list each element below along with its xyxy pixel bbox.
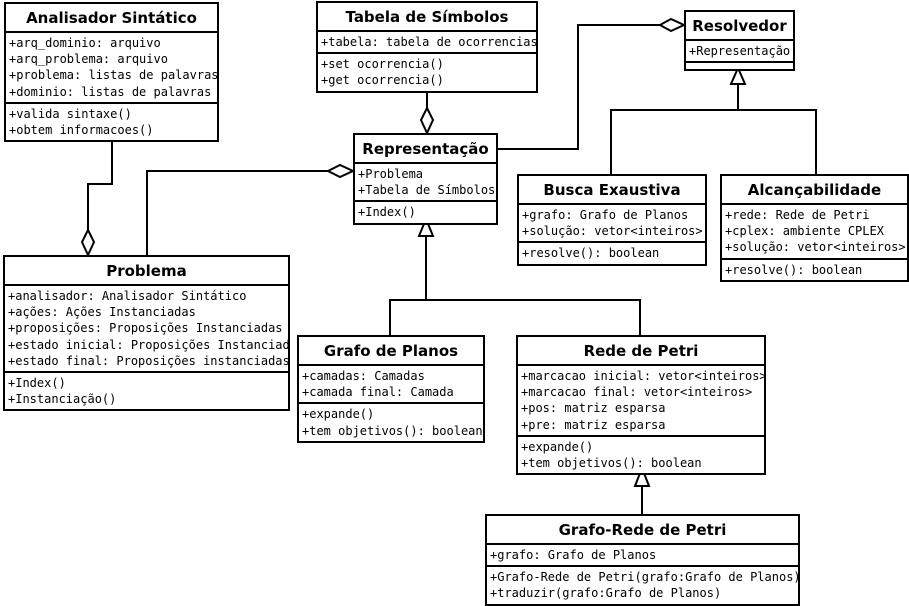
operation: +expande()	[521, 439, 594, 454]
operations-section	[686, 61, 793, 69]
connector-representacao-resolvedor	[497, 24, 660, 150]
attribute: +pre: matriz esparsa	[521, 417, 666, 432]
attributes-section: +marcacao inicial: vetor<inteiros> +marc…	[518, 364, 764, 435]
operations-section: +resolve(): boolean	[519, 241, 705, 263]
class-rede-de-petri: Rede de Petri +marcacao inicial: vetor<i…	[516, 335, 766, 476]
aggregation-diamond-resolvedor	[657, 17, 687, 33]
class-name: Busca Exaustiva	[543, 181, 681, 199]
attributes-section: +grafo: Grafo de Planos +solução: vetor<…	[519, 203, 705, 241]
operation: +Instanciação()	[8, 392, 117, 407]
class-grafo-rede-de-petri: Grafo-Rede de Petri +grafo: Grafo de Pla…	[485, 514, 800, 606]
operations-section: +Grafo-Rede de Petri(grafo:Grafo de Plan…	[487, 565, 798, 603]
attributes-section: +tabela: tabela de ocorrencias	[318, 30, 536, 52]
operations-section: +set ocorrencia() +get ocorrencia()	[318, 52, 536, 90]
operation: +resolve(): boolean	[522, 246, 660, 261]
connector-generalization-resolvedor	[610, 109, 817, 174]
class-name: Rede de Petri	[583, 342, 699, 360]
class-name: Grafo de Planos	[323, 342, 459, 360]
operations-section: +expande() +tem objetivos(): boolean	[518, 434, 764, 473]
operation: +valida sintaxe()	[9, 106, 132, 121]
attributes-section: +rede: Rede de Petri +cplex: ambiente CP…	[722, 203, 907, 258]
class-name: Analisador Sintático	[26, 9, 197, 27]
attribute: +arq_dominio: arquivo	[9, 36, 161, 50]
attribute: +grafo: Grafo de Planos	[490, 548, 657, 562]
operation: +get ocorrencia()	[321, 73, 444, 88]
class-name: Representação	[362, 140, 489, 158]
class-grafo-de-planos: Grafo de Planos +camadas: Camadas +camad…	[297, 335, 485, 443]
aggregation-diamond-representacao-left	[325, 163, 356, 179]
operation: +expande()	[302, 407, 375, 422]
aggregation-diamond-problema	[80, 227, 96, 258]
operation: +Grafo-Rede de Petri(grafo:Grafo de Plan…	[490, 570, 800, 585]
class-analisador-sintatico: Analisador Sintático +arq_dominio: arqui…	[4, 2, 219, 143]
class-name: Problema	[106, 262, 187, 280]
attribute: +analisador: Analisador Sintático	[8, 289, 247, 303]
class-representacao: Representação +Problema +Tabela de Símbo…	[353, 133, 498, 225]
class-problema: Problema +analisador: Analisador Sintáti…	[3, 255, 290, 412]
operation: +traduzir(grafo:Grafo de Planos)	[490, 586, 722, 601]
attribute: +Problema	[358, 167, 424, 181]
class-name: Alcançabilidade	[747, 181, 882, 199]
attribute: +proposições: Proposições Instanciadas	[8, 321, 283, 336]
attribute: +marcacao inicial: vetor<inteiros>	[521, 369, 766, 383]
generalization-triangle-rede	[633, 465, 651, 487]
attributes-section: +arq_dominio: arquivo +arq_problema: arq…	[6, 31, 217, 102]
attribute: +grafo: Grafo de Planos	[522, 208, 689, 222]
class-busca-exaustiva: Busca Exaustiva +grafo: Grafo de Planos …	[517, 174, 707, 266]
aggregation-diamond-representacao-top	[419, 105, 435, 136]
attributes-section: +Problema +Tabela de Símbolos	[355, 162, 496, 200]
connector-analisador-problema	[87, 133, 113, 230]
attributes-section: +analisador: Analisador Sintático +ações…	[5, 284, 288, 371]
generalization-triangle-resolvedor	[729, 65, 747, 85]
attribute: +ações: Ações Instanciadas	[8, 305, 196, 320]
operations-section: +Index()	[355, 200, 496, 222]
attribute: +problema: listas de palavras	[9, 68, 219, 83]
operation: +resolve(): boolean	[725, 262, 863, 277]
class-name: Tabela de Símbolos	[345, 8, 509, 26]
attributes-section: +camadas: Camadas +camada final: Camada	[299, 364, 483, 402]
attribute: +cplex: ambiente CPLEX	[725, 224, 884, 239]
operation: +Index()	[8, 376, 66, 391]
operation: +Index()	[358, 205, 416, 220]
attribute: +camadas: Camadas	[302, 369, 425, 383]
class-alcancabilidade: Alcançabilidade +rede: Rede de Petri +cp…	[720, 174, 909, 282]
operations-section: +Index() +Instanciação()	[5, 371, 288, 409]
class-resolvedor: Resolvedor +Representação	[684, 10, 795, 72]
operation: +tem objetivos(): boolean	[302, 423, 483, 438]
attribute: +estado final: Proposições instanciadas	[8, 353, 290, 368]
attribute: +marcacao final: vetor<inteiros>	[521, 385, 753, 400]
attribute: +camada final: Camada	[302, 385, 454, 400]
class-tabela-de-simbolos: Tabela de Símbolos +tabela: tabela de oc…	[316, 1, 538, 93]
attributes-section: +grafo: Grafo de Planos	[487, 543, 798, 565]
attribute: +arq_problema: arquivo	[9, 52, 168, 67]
operation: +set ocorrencia()	[321, 57, 444, 72]
operation: +tem objetivos(): boolean	[521, 456, 702, 471]
generalization-triangle-representacao	[417, 216, 435, 237]
operations-section: +resolve(): boolean	[722, 257, 907, 280]
class-name: Grafo-Rede de Petri	[558, 521, 727, 539]
operation: +obtem informacoes()	[9, 123, 154, 138]
attribute: +Representação	[689, 44, 791, 58]
attribute: +pos: matriz esparsa	[521, 401, 666, 416]
attribute: +rede: Rede de Petri	[725, 208, 870, 222]
class-name: Resolvedor	[692, 17, 787, 35]
attribute: +dominio: listas de palavras	[9, 84, 212, 99]
connector-problema-representacao	[146, 170, 328, 256]
attribute: +Tabela de Símbolos	[358, 183, 496, 198]
attribute: +tabela: tabela de ocorrencias	[321, 35, 538, 49]
attribute: +estado inicial: Proposições Instanciada…	[8, 337, 290, 352]
attribute: +solução: vetor<inteiros>	[522, 224, 703, 239]
attribute: +solução: vetor<inteiros>	[725, 240, 906, 255]
connector-generalization-representacao	[389, 299, 641, 336]
attributes-section: +Representação	[686, 39, 793, 61]
operations-section: +expande() +tem objetivos(): boolean	[299, 402, 483, 440]
operations-section: +valida sintaxe() +obtem informacoes()	[6, 101, 217, 140]
